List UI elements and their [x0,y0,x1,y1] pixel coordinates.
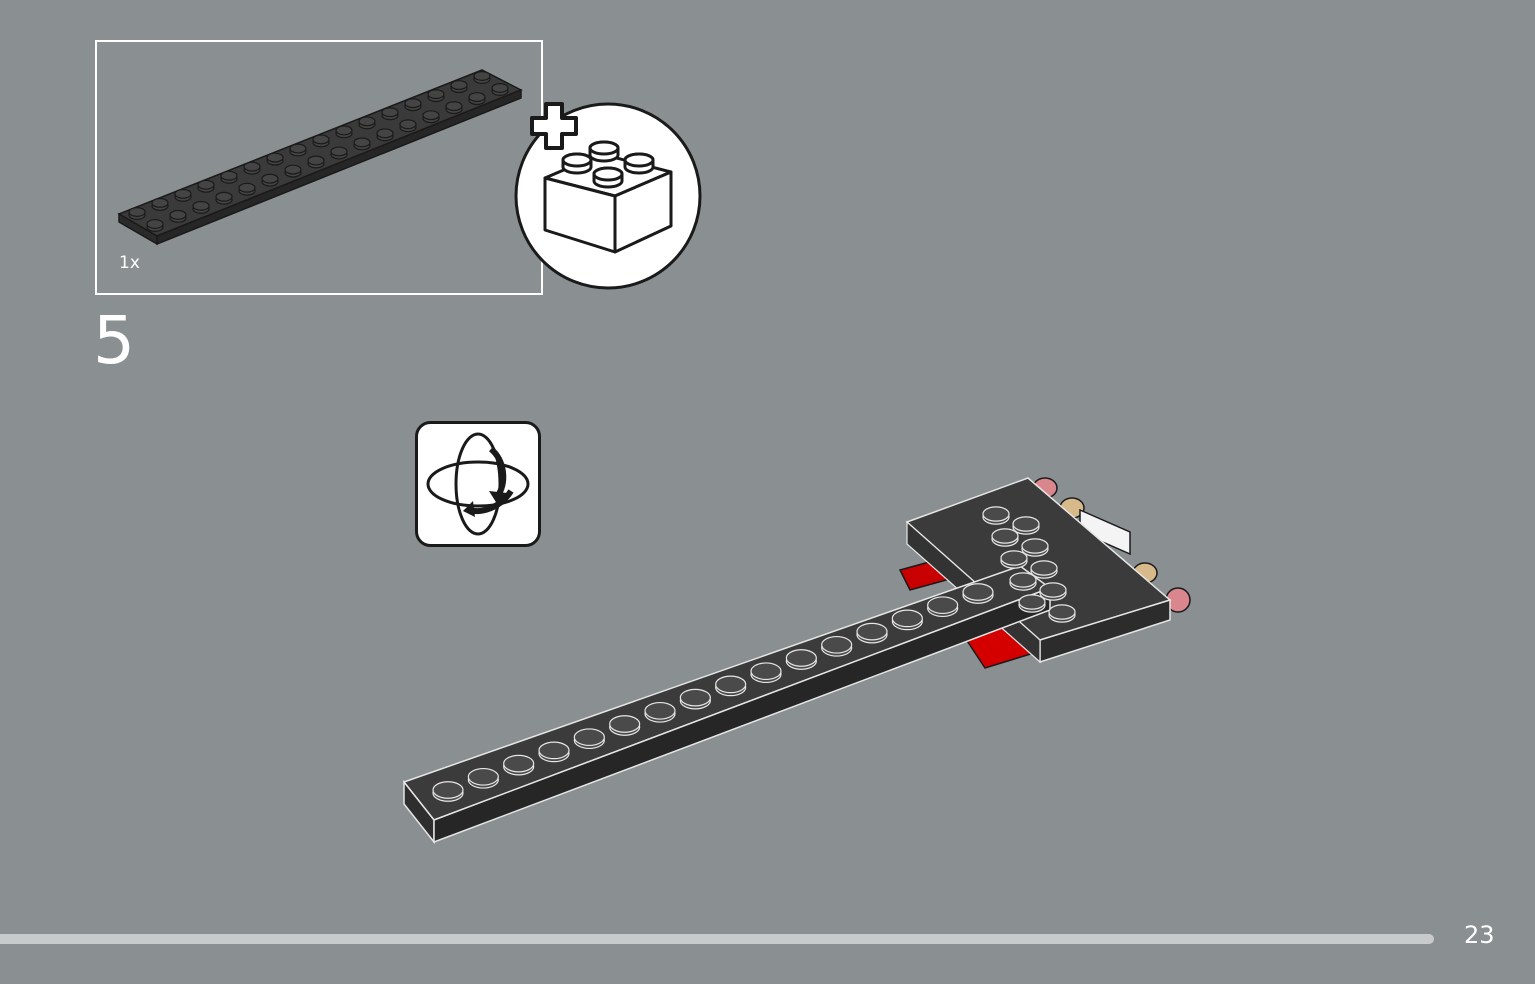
add-brick-icon [514,102,702,290]
part-quantity: 1x [119,253,140,273]
step-number: 5 [93,302,135,379]
plate-1x16-part [117,69,523,246]
model-assembly [402,477,1191,845]
page-progress-bar [0,934,1434,944]
parts-callout: 1x [95,40,543,295]
rotate-model-icon [415,421,541,547]
page-number: 23 [1464,921,1495,949]
